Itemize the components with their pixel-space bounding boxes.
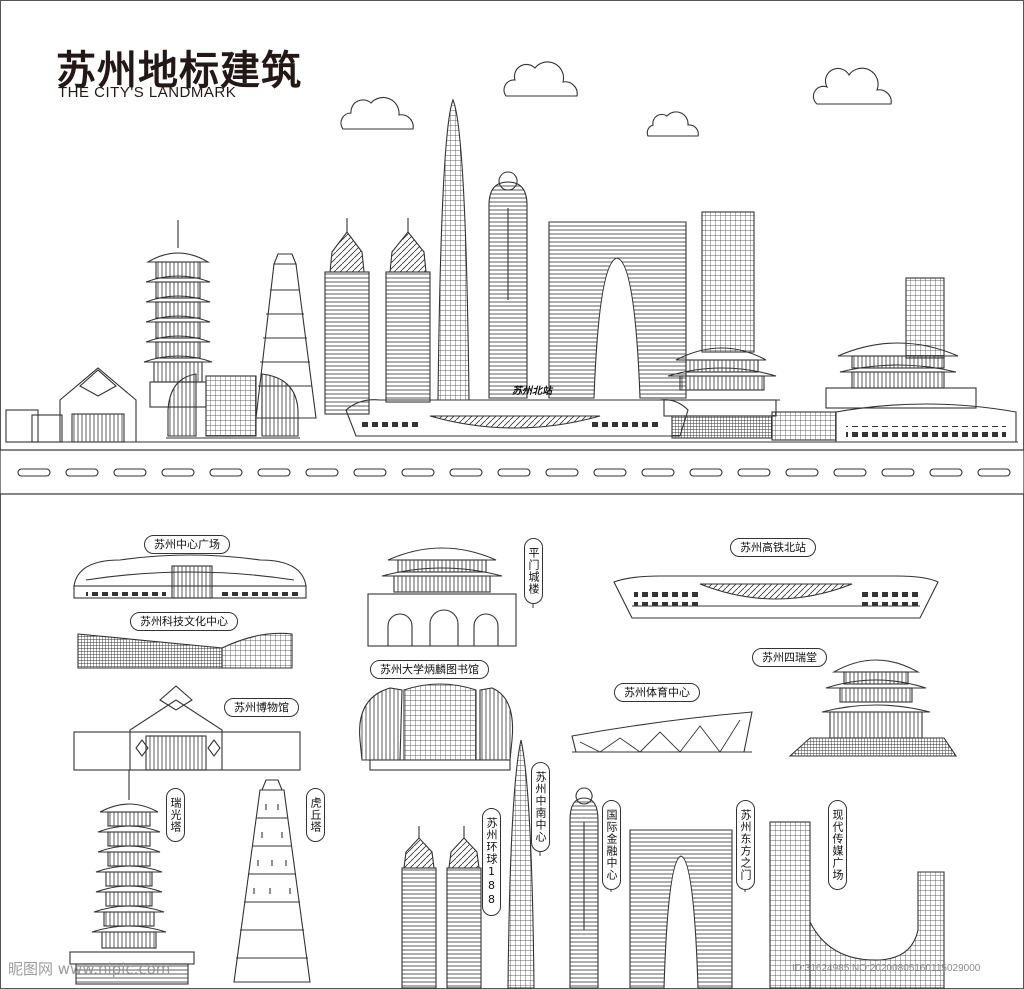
label-huanqiu188: 苏州环球188 <box>482 808 501 916</box>
watermark-right: ID:31624985 NO:20200805160115029000 <box>792 963 981 974</box>
chuanmei-skyline <box>701 211 945 359</box>
label-sirui-tang: 苏州四瑞堂 <box>752 648 827 667</box>
label-pingmen: 平门城楼 <box>524 538 543 604</box>
label-huqiu-ta: 虎丘塔 <box>306 788 325 842</box>
daxue-tushuguan-drawing <box>359 683 514 771</box>
low-building <box>771 411 837 441</box>
huanqiu188-drawing <box>401 826 482 989</box>
bowuguan-drawing <box>73 685 301 771</box>
label-keji-wenhua: 苏州科技文化中心 <box>130 612 238 631</box>
label-gaotie-beizhan: 苏州高铁北站 <box>730 538 816 557</box>
zhongxin-guangchang-drawing <box>73 554 307 599</box>
sirui-skyline <box>825 342 977 409</box>
low-building <box>835 403 1017 443</box>
cloud <box>340 97 414 130</box>
low-building-windows <box>846 426 1006 440</box>
library-skyline <box>166 373 300 439</box>
pingmen-skyline <box>660 347 780 417</box>
label-zhongxin-guangchang: 苏州中心广场 <box>144 535 230 554</box>
keji-wenhua-drawing <box>77 632 293 669</box>
tiyu-zhongxin-drawing <box>571 711 753 753</box>
dongfang-gate-skyline <box>548 221 687 399</box>
ruiguang-pagoda-skyline <box>143 220 213 408</box>
huqiu-ta-drawing <box>233 779 311 983</box>
landmark-catalog <box>69 547 958 989</box>
low-building <box>31 414 63 443</box>
watermark-left: 昵图网 www.nipic.com <box>8 960 171 978</box>
skyline <box>5 61 1018 443</box>
label-bowuguan: 苏州博物馆 <box>224 698 299 717</box>
ruiguang-ta-drawing <box>69 770 195 985</box>
zhongnan-drawing <box>507 739 535 989</box>
xiandai-chuanmei-drawing <box>769 821 945 989</box>
road <box>0 449 1024 495</box>
label-guoji-jinrong: 国际金融中心 <box>602 800 621 890</box>
huqiu-pagoda-skyline <box>255 253 317 419</box>
label-daxue-tushuguan: 苏州大学炳麟图书馆 <box>370 660 489 679</box>
dongfang-zhimen-drawing <box>629 829 733 989</box>
cloud <box>812 67 892 105</box>
cloud <box>503 61 578 97</box>
label-dongfang-zhimen: 苏州东方之门 <box>736 800 755 890</box>
ifc-skyline <box>488 171 528 399</box>
label-zhongnan: 苏州中南中心 <box>531 762 550 852</box>
pingmen-drawing <box>367 547 517 647</box>
sirui-tang-drawing <box>788 659 958 757</box>
low-building <box>671 415 773 439</box>
cloud <box>646 111 699 137</box>
page-title: 苏州地标建筑 <box>56 48 302 94</box>
station-skyline <box>345 399 689 437</box>
label-tiyu-zhongxin: 苏州体育中心 <box>614 683 700 702</box>
station-sign-skyline: 苏州北站 <box>512 386 552 397</box>
huanqiu188-skyline <box>324 218 431 415</box>
label-xiandai-chuanmei: 现代传媒广场 <box>828 800 847 890</box>
zhongnan-skyline <box>437 98 470 401</box>
guoji-jinrong-drawing <box>569 787 599 989</box>
gaotie-beizhan-drawing <box>613 575 939 619</box>
page-subtitle: THE CITY'S LANDMARK <box>58 84 237 101</box>
museum-skyline <box>59 367 137 443</box>
label-ruiguang-ta: 瑞光塔 <box>166 788 185 842</box>
